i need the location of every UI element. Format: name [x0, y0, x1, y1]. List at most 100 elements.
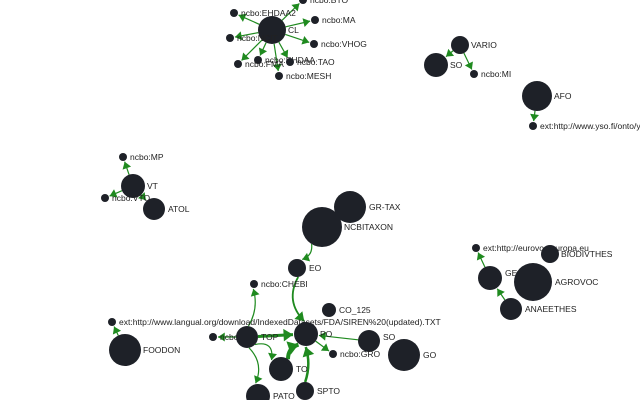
node-circle[interactable] [209, 333, 217, 341]
graph-node-ncbo-mesh[interactable]: ncbo:MESH [275, 71, 331, 81]
node-circle[interactable] [299, 0, 307, 4]
graph-node-eo[interactable]: EO [288, 259, 322, 277]
arrowhead-so [445, 48, 455, 57]
node-circle[interactable] [334, 191, 366, 223]
node-circle[interactable] [119, 153, 127, 161]
node-circle[interactable] [108, 318, 116, 326]
graph-node-ext-langual[interactable]: ext:http://www.langual.org/download/Inde… [108, 317, 441, 327]
node-circle[interactable] [109, 334, 141, 366]
graph-node-top[interactable]: TOP [236, 326, 279, 348]
node-circle[interactable] [310, 40, 318, 48]
graph-node-ncbo-ma[interactable]: ncbo:MA [311, 15, 356, 25]
node-circle[interactable] [541, 245, 559, 263]
graph-node-spto[interactable]: SPTO [296, 382, 340, 400]
node-circle[interactable] [288, 259, 306, 277]
node-circle[interactable] [472, 244, 480, 252]
graph-node-ncbo-vto[interactable]: ncbo:VTO [101, 193, 151, 203]
graph-node-vt[interactable]: VT [121, 174, 158, 198]
graph-node-gr-tax[interactable]: GR-TAX [334, 191, 401, 223]
node-label: VARIO [471, 40, 497, 50]
node-label: ncbo:VTO [112, 193, 151, 203]
node-circle[interactable] [329, 350, 337, 358]
node-circle[interactable] [234, 60, 242, 68]
graph-node-biodivthes[interactable]: BIODIVTHES [541, 245, 613, 263]
arrowhead-po [302, 346, 315, 358]
graph-node-ncbo-vhog[interactable]: ncbo:VHOG [310, 39, 367, 49]
graph-node-agrovoc[interactable]: AGROVOC [514, 263, 598, 301]
graph-node-ext-yso[interactable]: ext:http://www.yso.fi/onto/yso [529, 121, 640, 131]
graph-node-gemet[interactable]: GE [478, 266, 518, 290]
node-circle[interactable] [500, 298, 522, 320]
graph-node-pato[interactable]: PATO [246, 384, 295, 400]
graph-node-foodon[interactable]: FOODON [109, 334, 180, 366]
graph-node-ncbo-chebi[interactable]: ncbo:CHEBI [250, 279, 308, 289]
node-circle[interactable] [269, 357, 293, 381]
graph-node-co-125[interactable]: CO_125 [322, 303, 371, 317]
graph-node-ncbo-tao[interactable]: ncbo:TAO [286, 57, 335, 67]
node-circle[interactable] [514, 263, 552, 301]
node-circle[interactable] [121, 174, 145, 198]
graph-node-ncbo-mp[interactable]: ncbo:MP [119, 152, 164, 162]
node-circle[interactable] [322, 303, 336, 317]
node-circle[interactable] [230, 9, 238, 17]
node-label: GE [505, 268, 518, 278]
arrowhead-ncbo_tao [280, 49, 289, 58]
node-circle[interactable] [250, 280, 258, 288]
graph-node-cl[interactable]: CL [258, 16, 299, 44]
graph-node-ncbo-ehdaa2[interactable]: ncbo:EHDAA2 [230, 8, 296, 18]
node-circle[interactable] [226, 34, 234, 42]
node-circle[interactable] [470, 70, 478, 78]
node-circle[interactable] [311, 16, 319, 24]
graph-node-po[interactable]: PO [294, 322, 333, 346]
node-circle[interactable] [522, 81, 552, 111]
arrowhead-ncbo_mi [464, 61, 473, 70]
node-label: ncbo:GRO [340, 349, 381, 359]
node-circle[interactable] [101, 194, 109, 202]
node-circle[interactable] [302, 207, 342, 247]
graph-node-anaeethes[interactable]: ANAEETHES [500, 298, 577, 320]
arrowhead-ncbo_ma [302, 18, 311, 28]
graph-node-afo[interactable]: AFO [522, 81, 572, 111]
node-circle[interactable] [246, 384, 270, 400]
node-circle[interactable] [258, 16, 286, 44]
node-circle[interactable] [424, 53, 448, 77]
node-circle[interactable] [296, 382, 314, 400]
node-label: TOP [261, 332, 279, 342]
node-circle[interactable] [478, 266, 502, 290]
graph-node-ncbo-ncit[interactable]: ncbo:NCIT [226, 33, 278, 43]
node-circle[interactable] [451, 36, 469, 54]
node-circle[interactable] [294, 322, 318, 346]
node-circle[interactable] [254, 56, 262, 64]
graph-node-vario[interactable]: VARIO [451, 36, 497, 54]
node-circle[interactable] [529, 122, 537, 130]
graph-node-ncbo-gro[interactable]: ncbo:GRO [329, 349, 381, 359]
node-label: ext:http://www.langual.org/download/Inde… [119, 317, 441, 327]
graph-node-ncbitaxon[interactable]: NCBITAXON [302, 207, 393, 247]
node-circle[interactable] [143, 198, 165, 220]
graph-node-go[interactable]: GO [388, 339, 437, 371]
node-label: SPTO [317, 386, 340, 396]
node-label: ncbo:CHEBI [261, 279, 308, 289]
arrowhead-ext_yso [530, 113, 540, 122]
graph-node-ncbo-bto[interactable]: ncbo:BTO [299, 0, 349, 5]
graph-node-so[interactable]: SO [424, 53, 463, 77]
arrowhead-to [268, 352, 277, 361]
arrowhead-ncbo_gro [320, 343, 329, 352]
node-label: ncbo:VHOG [321, 39, 367, 49]
graph-node-ncbo-mi[interactable]: ncbo:MI [470, 69, 511, 79]
graph-node-atol[interactable]: ATOL [143, 198, 190, 220]
node-label: ext:http://eurovoc.europa.eu [483, 243, 589, 253]
arrowhead-ncbo_vto [109, 189, 118, 198]
node-circle[interactable] [286, 58, 294, 66]
graph-node-so2[interactable]: SO [358, 330, 396, 352]
node-circle[interactable] [388, 339, 420, 371]
node-label: ncbo:BTO [310, 0, 349, 5]
graph-node-ncbo-fma[interactable]: ncbo:FMA [234, 59, 284, 69]
graph-node-ext-europa[interactable]: ext:http://eurovoc.europa.eu [472, 243, 589, 253]
node-circle[interactable] [358, 330, 380, 352]
graph-node-to[interactable]: TO [269, 357, 308, 381]
edges-layer [109, 3, 540, 384]
node-circle[interactable] [236, 326, 258, 348]
node-circle[interactable] [275, 72, 283, 80]
